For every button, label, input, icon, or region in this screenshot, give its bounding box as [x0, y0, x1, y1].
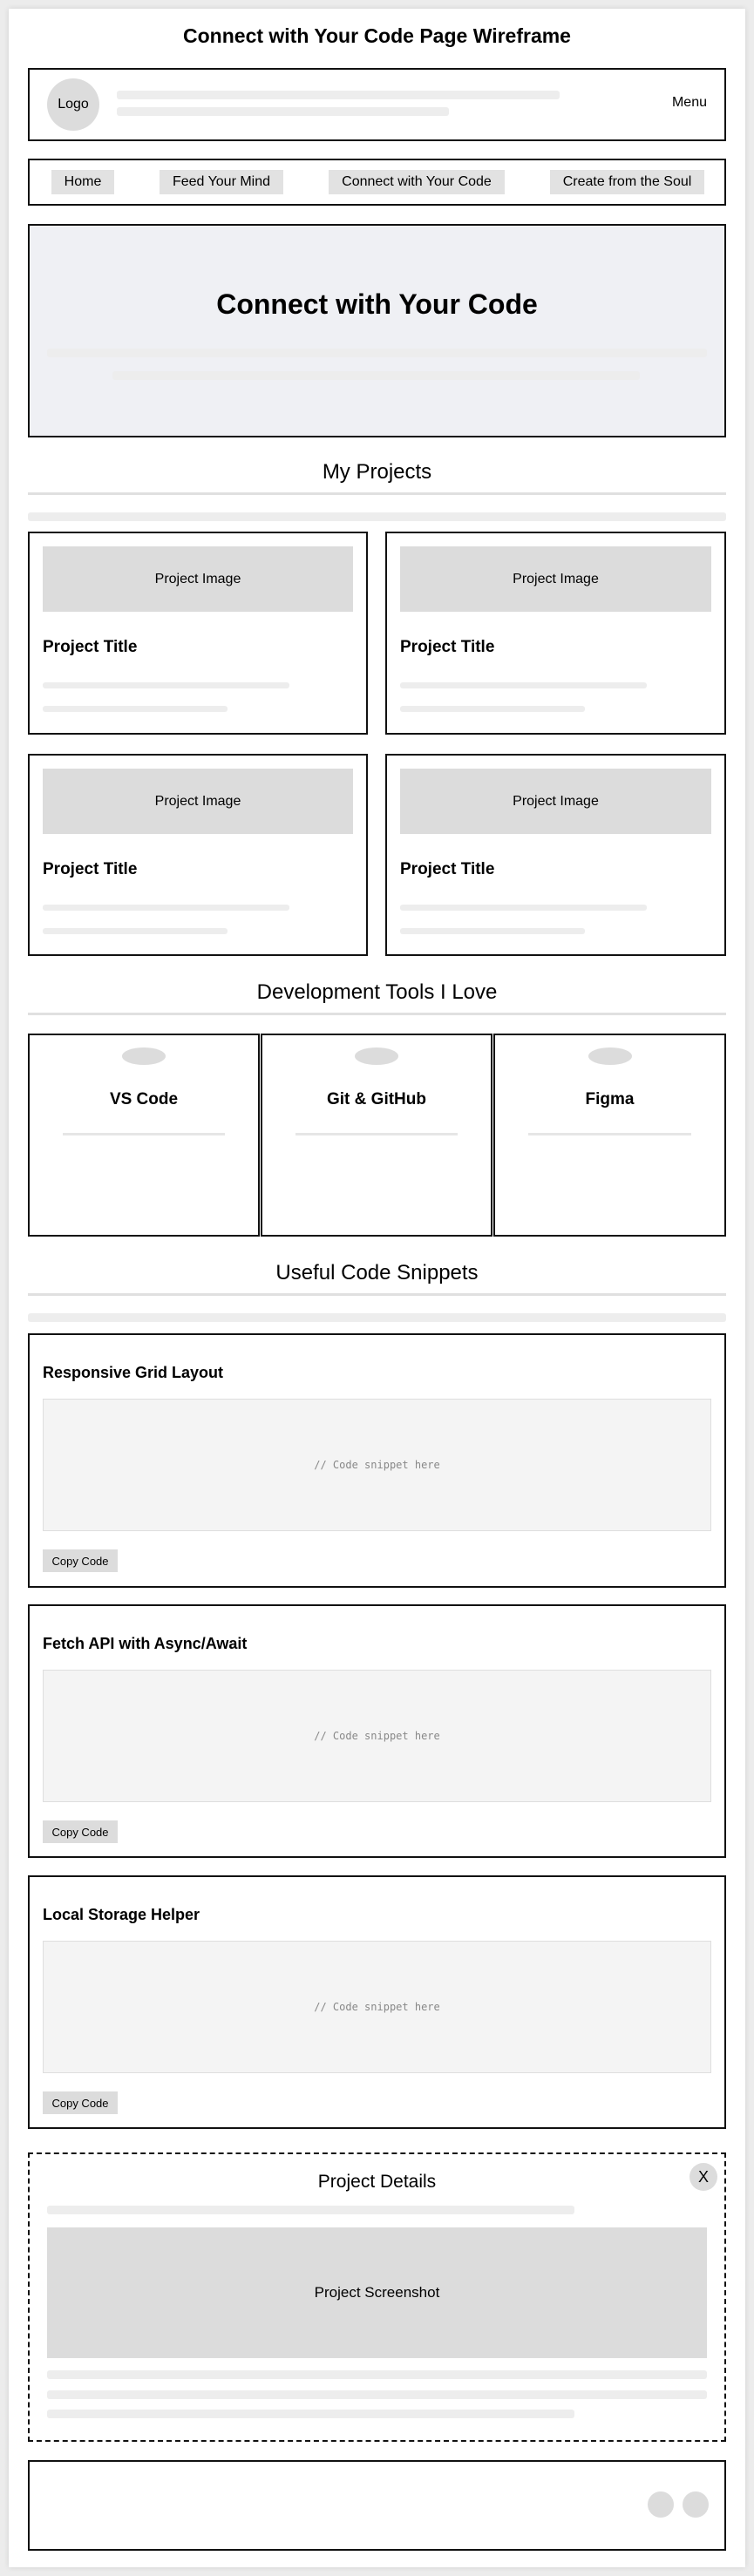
tool-name: VS Code — [109, 1090, 179, 1108]
code-block: // Code snippet here — [43, 1399, 711, 1531]
project-title: Project Title — [400, 860, 495, 878]
copy-code-button[interactable]: Copy Code — [43, 1820, 118, 1843]
projects-heading: My Projects — [322, 460, 432, 484]
code-block: // Code snippet here — [43, 1941, 711, 2073]
tool-name: Figma — [585, 1090, 635, 1108]
social-icon[interactable] — [648, 2491, 674, 2518]
project-text-placeholder — [43, 905, 289, 911]
project-text-placeholder — [43, 706, 228, 712]
project-text-placeholder — [43, 928, 228, 934]
tool-text-placeholder — [63, 1133, 225, 1135]
project-screenshot: Project Screenshot — [47, 2227, 707, 2358]
header-text-placeholder — [117, 107, 449, 116]
tools-heading: Development Tools I Love — [256, 980, 498, 1004]
snippet-title: Fetch API with Async/Await — [43, 1635, 248, 1652]
modal-text-placeholder — [47, 2206, 574, 2214]
hero-text-placeholder — [112, 371, 640, 380]
menu-button[interactable]: Menu — [671, 95, 707, 110]
tool-icon — [122, 1047, 166, 1065]
tool-text-placeholder — [528, 1133, 691, 1135]
project-image: Project Image — [400, 546, 711, 612]
project-image: Project Image — [43, 769, 353, 834]
nav-item-connect-with-your-code[interactable]: Connect with Your Code — [329, 170, 505, 194]
project-title: Project Title — [400, 638, 495, 656]
tool-card-git-github: Git & GitHub — [261, 1034, 492, 1237]
site-footer — [28, 2460, 726, 2551]
project-card[interactable]: Project Image Project Title — [385, 754, 726, 956]
snippet-title: Local Storage Helper — [43, 1906, 200, 1923]
hero-title: Connect with Your Code — [216, 288, 538, 320]
project-text-placeholder — [400, 682, 647, 688]
snippet-card: Responsive Grid Layout // Code snippet h… — [28, 1333, 726, 1588]
project-text-placeholder — [400, 905, 647, 911]
projects-intro-placeholder — [28, 512, 726, 521]
tool-card-figma: Figma — [493, 1034, 726, 1237]
project-card[interactable]: Project Image Project Title — [28, 532, 368, 735]
tool-name: Git & GitHub — [327, 1090, 426, 1108]
project-text-placeholder — [400, 706, 585, 712]
logo[interactable]: Logo — [47, 78, 99, 131]
tool-icon — [588, 1047, 632, 1065]
nav-item-create-from-the-soul[interactable]: Create from the Soul — [550, 170, 704, 194]
hero-section: Connect with Your Code — [28, 224, 726, 437]
social-icon[interactable] — [683, 2491, 709, 2518]
project-card[interactable]: Project Image Project Title — [28, 754, 368, 956]
tool-icon — [355, 1047, 398, 1065]
nav-item-home[interactable]: Home — [51, 170, 114, 194]
snippets-intro-placeholder — [28, 1313, 726, 1322]
wireframe-page: Connect with Your Code Page Wireframe Lo… — [9, 9, 745, 2567]
project-image: Project Image — [400, 769, 711, 834]
code-block: // Code snippet here — [43, 1670, 711, 1802]
modal-text-placeholder — [47, 2370, 707, 2379]
modal-text-placeholder — [47, 2410, 574, 2418]
close-icon[interactable]: X — [689, 2163, 717, 2191]
project-details-modal: Project Details X Project Screenshot — [28, 2152, 726, 2442]
project-title: Project Title — [43, 860, 138, 878]
snippet-card: Fetch API with Async/Await // Code snipp… — [28, 1604, 726, 1858]
tools-divider — [28, 1013, 726, 1015]
header-text-placeholder — [117, 91, 560, 99]
main-nav: Home Feed Your Mind Connect with Your Co… — [28, 159, 726, 206]
project-image: Project Image — [43, 546, 353, 612]
tool-card-vs-code: VS Code — [28, 1034, 260, 1237]
project-card[interactable]: Project Image Project Title — [385, 532, 726, 735]
project-text-placeholder — [400, 928, 585, 934]
snippet-card: Local Storage Helper // Code snippet her… — [28, 1875, 726, 2129]
modal-text-placeholder — [47, 2390, 707, 2399]
page-title: Connect with Your Code Page Wireframe — [183, 24, 571, 47]
snippets-divider — [28, 1293, 726, 1296]
modal-title: Project Details — [317, 2172, 437, 2192]
copy-code-button[interactable]: Copy Code — [43, 1549, 118, 1572]
projects-divider — [28, 492, 726, 495]
site-header: Logo Menu — [28, 68, 726, 141]
snippets-heading: Useful Code Snippets — [275, 1261, 479, 1285]
nav-item-feed-your-mind[interactable]: Feed Your Mind — [160, 170, 283, 194]
copy-code-button[interactable]: Copy Code — [43, 2091, 118, 2114]
snippet-title: Responsive Grid Layout — [43, 1364, 224, 1381]
tool-text-placeholder — [295, 1133, 458, 1135]
project-text-placeholder — [43, 682, 289, 688]
hero-text-placeholder — [47, 349, 707, 357]
project-title: Project Title — [43, 638, 138, 656]
